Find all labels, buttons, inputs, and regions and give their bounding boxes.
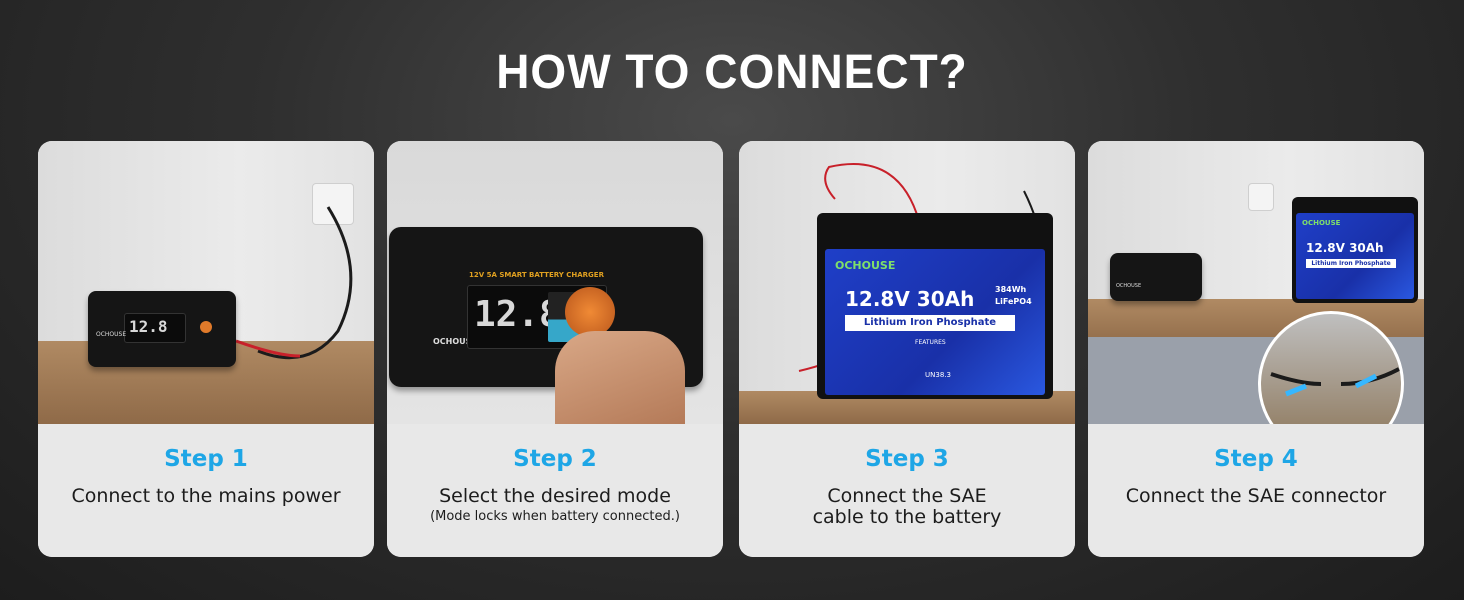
power-cable — [235, 206, 353, 360]
mode-button — [565, 287, 615, 337]
step-4-photo: OCHOUSE OCHOUSE 12.8V 30Ah Lithium Iron … — [1088, 141, 1424, 424]
step-1-desc: Connect to the mains power — [71, 485, 341, 507]
battery-brand-label: OCHOUSE — [835, 259, 896, 272]
charger-display-value: 12.8 — [129, 317, 168, 336]
step-2-note: (Mode locks when battery connected.) — [430, 509, 680, 524]
page-title: HOW TO CONNECT? — [496, 43, 968, 99]
step-1-title: Step 1 — [164, 446, 248, 472]
step-4-caption: Step 4 Connect the SAE connector — [1088, 424, 1424, 557]
charger-brand-label: OCHOUSE — [1116, 283, 1142, 289]
step-1-photo: 12.8 OCHOUSE — [38, 141, 374, 424]
hand-image — [555, 331, 685, 424]
battery-device: OCHOUSE 12.8V 30Ah Lithium Iron Phosphat… — [1292, 197, 1418, 303]
step-3-desc-line-1: Connect the SAE — [827, 485, 987, 507]
step-card-3: OCHOUSE 12.8V 30Ah 384Wh LiFePO4 Lithium… — [739, 141, 1075, 557]
charger-display-value: 12.8 — [474, 294, 561, 335]
step-3-desc-line-2: cable to the battery — [812, 506, 1002, 528]
battery-chem-label: LiFePO4 — [995, 297, 1032, 306]
charger-brand-label: OCHOUSE — [96, 331, 127, 338]
connector-zoom-circle — [1258, 311, 1404, 424]
mode-button — [200, 321, 212, 333]
step-card-1: 12.8 OCHOUSE Step 1 Connect to the mains… — [38, 141, 374, 557]
charger-device: OCHOUSE — [1110, 253, 1202, 301]
step-card-4: OCHOUSE OCHOUSE 12.8V 30Ah Lithium Iron … — [1088, 141, 1424, 557]
step-1-caption: Step 1 Connect to the mains power — [38, 424, 374, 557]
battery-type-label: Lithium Iron Phosphate — [1306, 259, 1396, 268]
step-4-title: Step 4 — [1214, 446, 1298, 472]
charger-brand-label: OCHOUSE — [433, 337, 477, 346]
battery-spec-label: 12.8V 30Ah — [1306, 241, 1384, 255]
wall-outlet — [1248, 183, 1274, 211]
charger-device: 12V 5A SMART BATTERY CHARGER OCHOUSE 12.… — [389, 227, 703, 387]
step-3-caption: Step 3 Connect the SAE cable to the batt… — [739, 424, 1075, 557]
step-2-desc: Select the desired mode — [439, 485, 671, 507]
battery-cert-label: UN38.3 — [925, 371, 951, 379]
step-2-photo: 12V 5A SMART BATTERY CHARGER OCHOUSE 12.… — [387, 141, 723, 424]
battery-device: OCHOUSE 12.8V 30Ah 384Wh LiFePO4 Lithium… — [817, 213, 1053, 399]
step-4-desc: Connect the SAE connector — [1125, 485, 1387, 507]
step-2-caption: Step 2 Select the desired mode (Mode loc… — [387, 424, 723, 557]
charger-model-label: 12V 5A SMART BATTERY CHARGER — [469, 271, 604, 279]
step-card-2: 12V 5A SMART BATTERY CHARGER OCHOUSE 12.… — [387, 141, 723, 557]
step-3-photo: OCHOUSE 12.8V 30Ah 384Wh LiFePO4 Lithium… — [739, 141, 1075, 424]
battery-brand-label: OCHOUSE — [1302, 219, 1341, 227]
battery-features-label: FEATURES — [915, 339, 946, 346]
step-2-title: Step 2 — [513, 446, 597, 472]
charger-device: 12.8 OCHOUSE — [88, 291, 236, 367]
battery-spec-label: 12.8V 30Ah — [845, 287, 975, 311]
battery-type-label: Lithium Iron Phosphate — [845, 315, 1015, 331]
step-3-title: Step 3 — [865, 446, 949, 472]
step-3-desc: Connect the SAE cable to the battery — [739, 486, 1075, 528]
battery-wh-label: 384Wh — [995, 285, 1027, 294]
